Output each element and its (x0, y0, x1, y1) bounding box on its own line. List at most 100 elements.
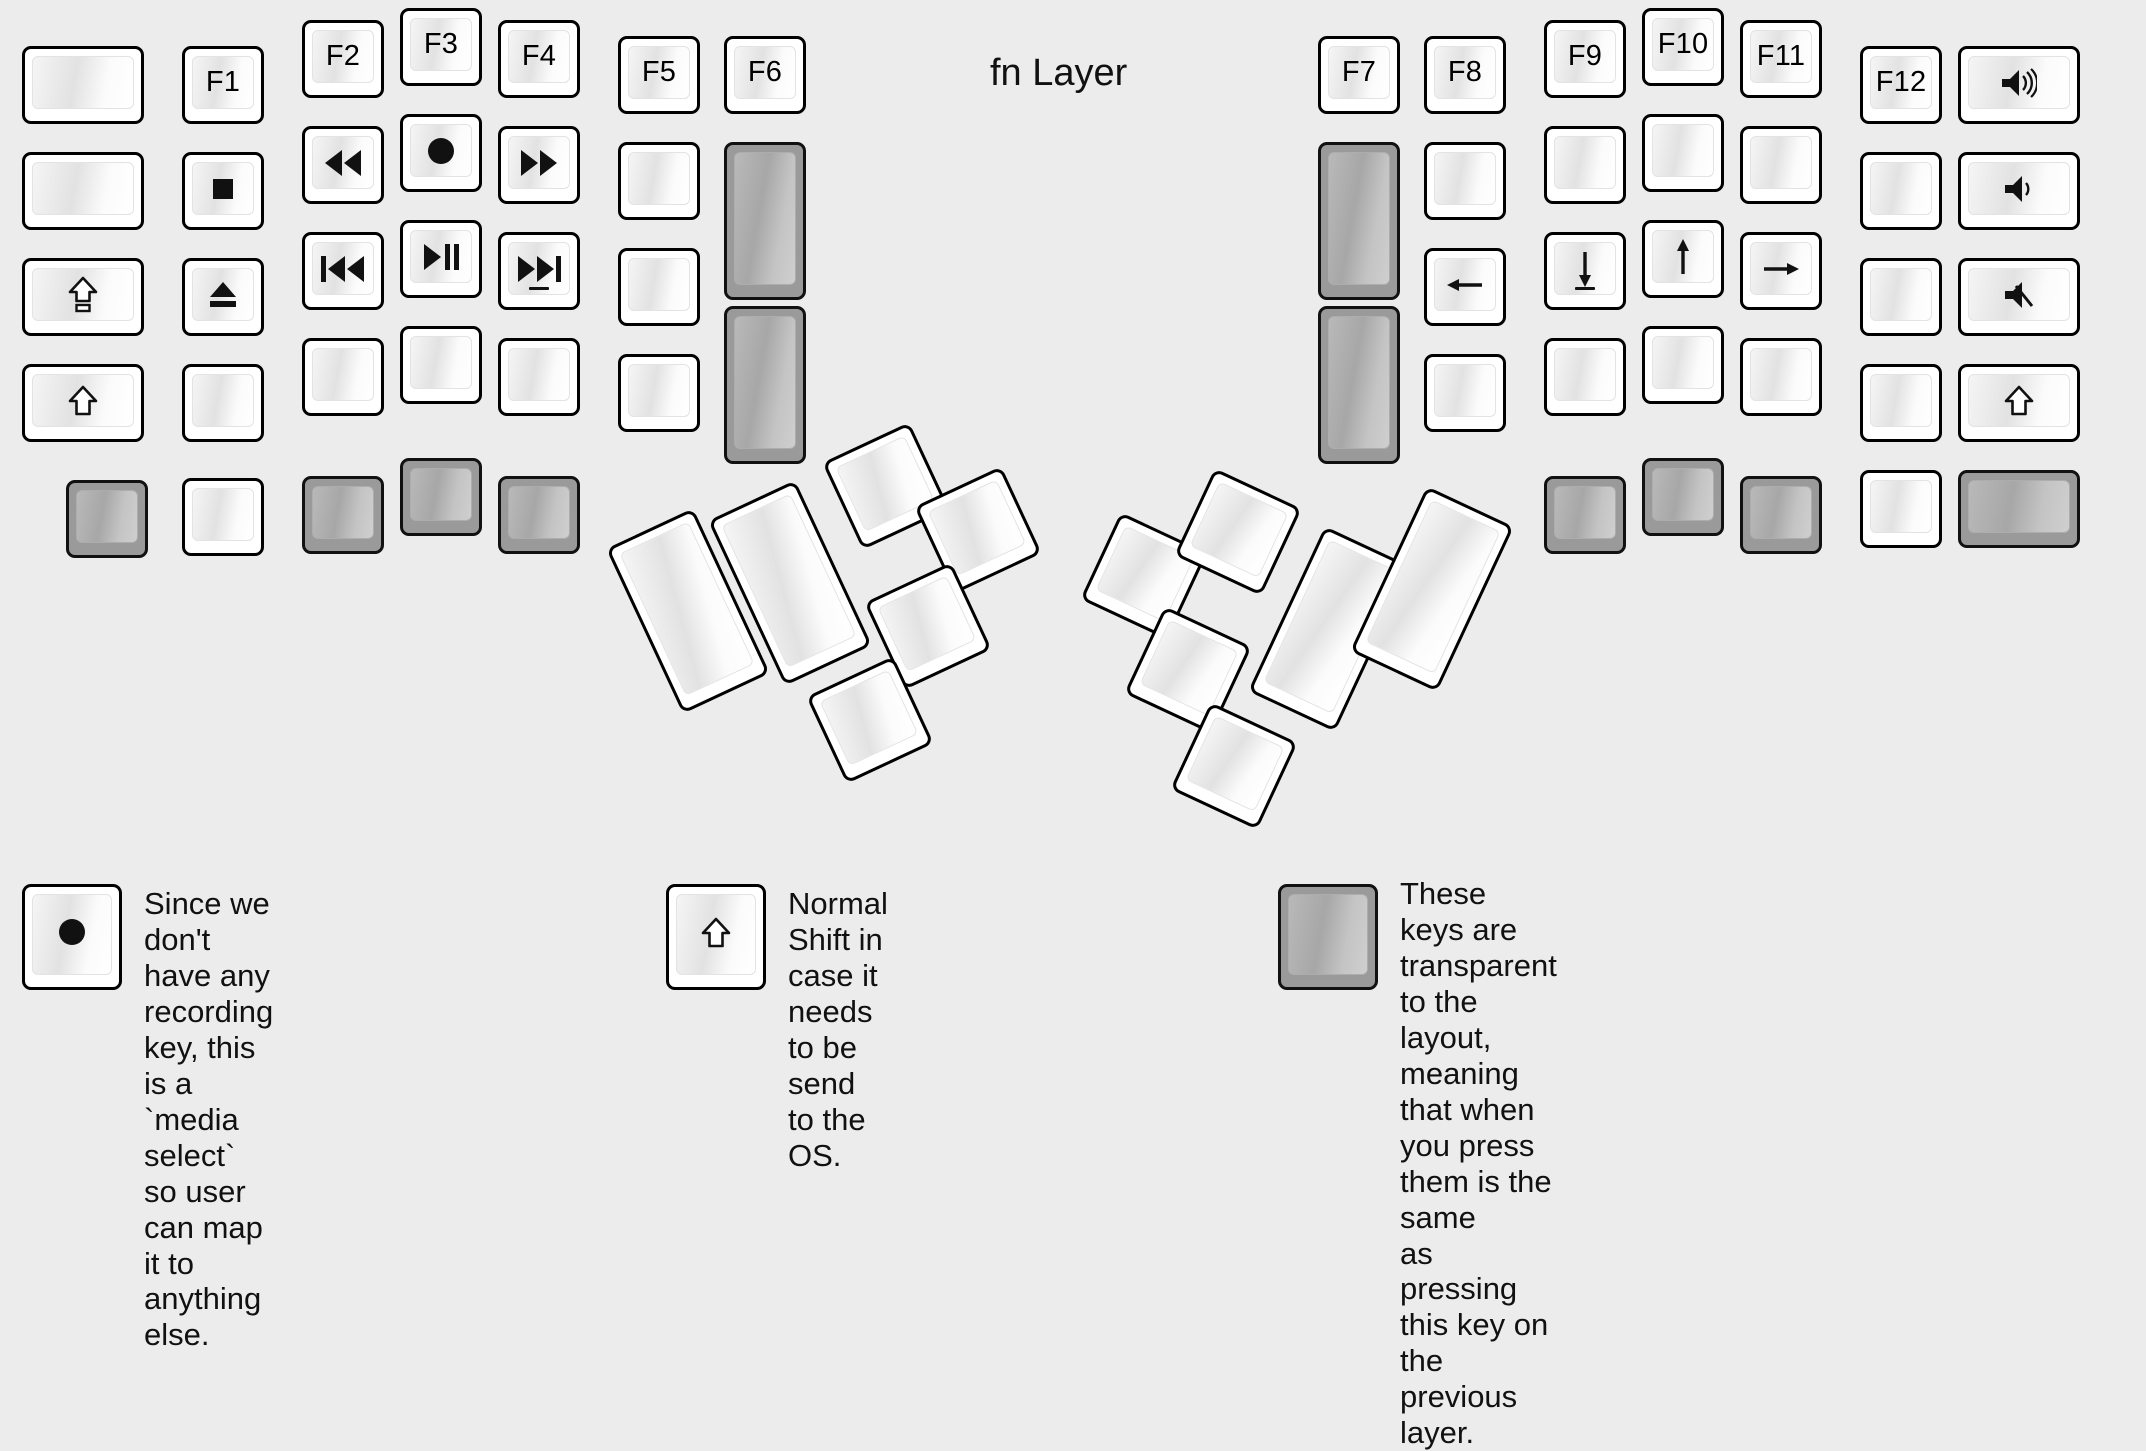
left-col-innermost-key-2[interactable] (724, 306, 806, 464)
left-bottom-ring[interactable] (302, 476, 384, 554)
keycap-surface (76, 490, 138, 543)
left-col-middle-key-1[interactable] (400, 114, 482, 192)
keycap-surface (508, 486, 570, 539)
left-col-inner-key-0[interactable]: F5 (618, 36, 700, 114)
left-col-innermost-key-1[interactable] (724, 142, 806, 300)
right-col-pinky-outer-key-0[interactable] (1958, 46, 2080, 124)
right-col-pinky-key-3[interactable] (1860, 364, 1942, 442)
keycap-surface (1652, 124, 1714, 177)
left-col-pinky-key-3[interactable] (182, 364, 264, 442)
right-bottom-ring[interactable] (1740, 476, 1822, 554)
keycap-surface (32, 162, 134, 215)
left-col-pinky-key-0[interactable]: F1 (182, 46, 264, 124)
left-col-ring-key-2[interactable] (302, 232, 384, 310)
left-col-inner-key-3[interactable] (618, 354, 700, 432)
right-bottom-index[interactable] (1544, 476, 1626, 554)
keycap-surface (1554, 30, 1616, 83)
left-col-pinky-outer-key-0[interactable] (22, 46, 144, 124)
page-title: fn Layer (990, 52, 1128, 94)
volume-mute-icon (2004, 280, 2034, 310)
left-bottom-index[interactable] (498, 476, 580, 554)
right-col-pinky-outer-key-3[interactable] (1958, 364, 2080, 442)
keycap-surface (1554, 348, 1616, 401)
right-col-pinky-outer-key-2[interactable] (1958, 258, 2080, 336)
keycap-surface (1554, 136, 1616, 189)
right-col-inner-key-0[interactable]: F8 (1424, 36, 1506, 114)
keycap-surface (1185, 715, 1285, 812)
keycap-surface (1750, 136, 1812, 189)
right-col-pinky-key-0[interactable]: F12 (1860, 46, 1942, 124)
left-col-inner-key-1[interactable] (618, 142, 700, 220)
left-col-middle-key-3[interactable] (400, 326, 482, 404)
right-col-pinky-key-2[interactable] (1860, 258, 1942, 336)
left-col-index-key-3[interactable] (498, 338, 580, 416)
keycap-surface (1434, 152, 1496, 205)
right-col-innermost-key-2[interactable] (1318, 306, 1400, 464)
right-col-inner-key-1[interactable] (1424, 142, 1506, 220)
right-col-innermost-key-1[interactable] (1318, 142, 1400, 300)
keycap-surface (1750, 348, 1812, 401)
left-bottom-pinky[interactable] (182, 478, 264, 556)
right-col-pinky-outer-key-1[interactable] (1958, 152, 2080, 230)
right-col-pinky-key-4[interactable] (1860, 470, 1942, 548)
legend-item-normal-shift-description: Normal Shift in case it needs to be send… (788, 886, 888, 1173)
left-col-index-key-2[interactable] (498, 232, 580, 310)
record-circle-icon (426, 136, 456, 166)
left-col-pinky-key-1[interactable] (182, 152, 264, 230)
right-col-innermost-key-0[interactable]: F7 (1318, 36, 1400, 114)
keycap-surface (192, 56, 254, 109)
keycap-surface (1288, 894, 1368, 975)
keycap-surface (312, 486, 374, 539)
left-col-ring-key-3[interactable] (302, 338, 384, 416)
right-col-pinky-key-1[interactable] (1860, 152, 1942, 230)
keycap-surface (1870, 56, 1932, 109)
right-col-middle-key-1[interactable] (1642, 114, 1724, 192)
keycap-surface (312, 348, 374, 401)
right-col-middle-key-0[interactable]: F10 (1642, 8, 1724, 86)
right-col-middle-key-3[interactable] (1642, 326, 1724, 404)
left-col-middle-key-0[interactable]: F3 (400, 8, 482, 86)
prev-track-icon (321, 254, 365, 284)
left-bottom-pinky-outer[interactable] (66, 480, 148, 558)
right-col-index-key-1[interactable] (1544, 126, 1626, 204)
left-col-middle-key-2[interactable] (400, 220, 482, 298)
keycap-surface (1750, 242, 1812, 295)
right-col-inner-key-3[interactable] (1424, 354, 1506, 432)
right-bottom-middle[interactable] (1642, 458, 1724, 536)
key-label: F10 (1657, 28, 1709, 60)
arrow-up-icon (1668, 238, 1698, 276)
left-col-ring-key-0[interactable]: F2 (302, 20, 384, 98)
right-col-pinky-outer-key-4[interactable] (1958, 470, 2080, 548)
right-col-ring-key-3[interactable] (1740, 338, 1822, 416)
left-col-index-key-0[interactable]: F4 (498, 20, 580, 98)
left-col-inner-key-2[interactable] (618, 248, 700, 326)
keycap-surface (508, 30, 570, 83)
right-col-ring-key-1[interactable] (1740, 126, 1822, 204)
left-col-pinky-outer-key-3[interactable] (22, 364, 144, 442)
right-col-inner-key-2[interactable] (1424, 248, 1506, 326)
keycap-surface (1095, 525, 1195, 622)
keycap-surface (1434, 46, 1496, 99)
left-col-ring-key-1[interactable] (302, 126, 384, 204)
right-col-middle-key-2[interactable] (1642, 220, 1724, 298)
keycap-surface (410, 18, 472, 71)
legend-item-transparent-key-description: These keys are transparent to the layout… (1400, 876, 1557, 1451)
play-pause-icon (422, 242, 461, 272)
left-col-innermost-key-0[interactable]: F6 (724, 36, 806, 114)
left-bottom-middle[interactable] (400, 458, 482, 536)
keycap-surface (1328, 46, 1390, 99)
left-col-pinky-key-2[interactable] (182, 258, 264, 336)
right-col-index-key-3[interactable] (1544, 338, 1626, 416)
right-col-ring-key-2[interactable] (1740, 232, 1822, 310)
key-label: F7 (1341, 56, 1377, 88)
right-col-index-key-2[interactable] (1544, 232, 1626, 310)
left-col-index-key-1[interactable] (498, 126, 580, 204)
left-col-pinky-outer-key-1[interactable] (22, 152, 144, 230)
keycap-surface (1328, 316, 1390, 449)
legend-item-record-key-swatch (22, 884, 122, 990)
right-col-index-key-0[interactable]: F9 (1544, 20, 1626, 98)
right-col-ring-key-0[interactable]: F11 (1740, 20, 1822, 98)
left-col-pinky-outer-key-2[interactable] (22, 258, 144, 336)
record-circle-icon (57, 917, 87, 952)
